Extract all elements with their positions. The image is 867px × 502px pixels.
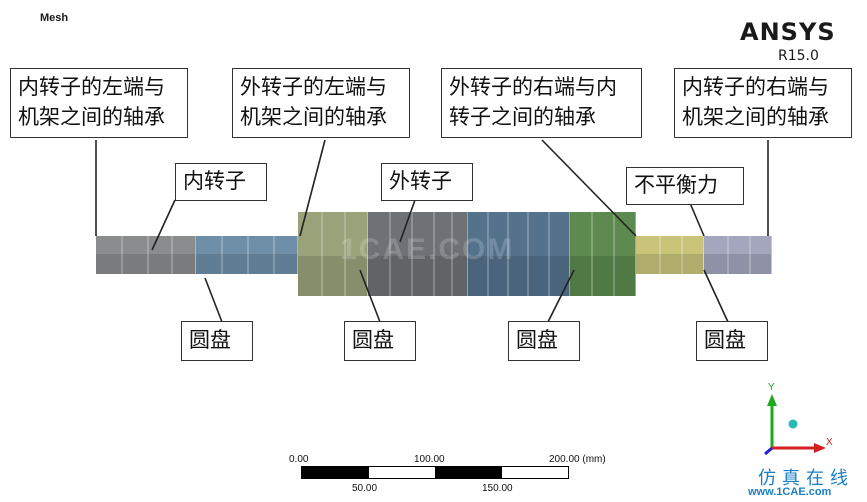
callout-unbalance-force: 不平衡力 bbox=[626, 167, 744, 205]
axis-triad[interactable] bbox=[750, 380, 840, 460]
scale-label-100: 100.00 bbox=[414, 454, 445, 465]
outer-rotor-disk-left bbox=[368, 212, 468, 296]
scale-label-50: 50.00 bbox=[352, 483, 378, 494]
callout-inner-left-bearing: 内转子的左端与 机架之间的轴承 bbox=[10, 68, 188, 138]
scale-bar bbox=[301, 466, 569, 479]
callout-disk-2: 圆盘 bbox=[344, 321, 416, 361]
ansys-logo: ANSYS bbox=[740, 18, 836, 46]
scale-label-200: 200.00 (mm) bbox=[549, 454, 606, 465]
axis-x-label: X bbox=[826, 437, 833, 448]
version-label: R15.0 bbox=[778, 48, 819, 64]
inner-rotor-disk-left bbox=[196, 236, 298, 274]
callout-inner-rotor: 内转子 bbox=[175, 163, 267, 201]
watermark-text: 1CAE.COM bbox=[340, 233, 515, 266]
site-name: 仿真在线 bbox=[758, 468, 854, 489]
axis-y-label: Y bbox=[768, 382, 775, 393]
scale-label-150: 150.00 bbox=[482, 483, 513, 494]
outer-rotor-left-bearing-section bbox=[298, 212, 368, 296]
callout-disk-1: 圆盘 bbox=[181, 321, 253, 361]
outer-rotor-disk-right bbox=[570, 212, 636, 296]
site-url-link[interactable]: www.1CAE.com bbox=[748, 486, 832, 498]
unbalance-force-section bbox=[636, 236, 704, 274]
callout-inner-right-bearing: 内转子的右端与 机架之间的轴承 bbox=[674, 68, 852, 138]
callout-inter-rotor-bearing: 外转子的右端与内 转子之间的轴承 bbox=[441, 68, 642, 138]
inner-rotor-disk-right bbox=[704, 236, 772, 274]
scale-label-0: 0.00 bbox=[289, 454, 309, 465]
inner-rotor-shaft-left bbox=[96, 236, 196, 274]
outer-rotor-mid-section bbox=[468, 212, 570, 296]
callout-disk-4: 圆盘 bbox=[696, 321, 768, 361]
callout-outer-rotor: 外转子 bbox=[381, 163, 473, 201]
callout-outer-left-bearing: 外转子的左端与 机架之间的轴承 bbox=[232, 68, 410, 138]
view-title: Mesh bbox=[40, 12, 69, 24]
callout-disk-3: 圆盘 bbox=[508, 321, 580, 361]
